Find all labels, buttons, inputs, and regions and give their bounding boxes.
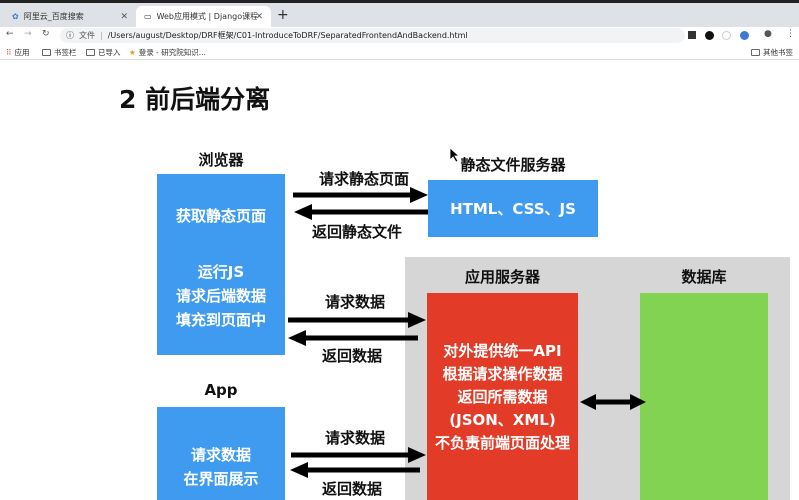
folder-icon xyxy=(86,49,95,56)
extension-icon[interactable] xyxy=(722,31,731,40)
globe-icon: ✿ xyxy=(12,12,19,21)
bookmark-apps[interactable]: ⠿应用 xyxy=(6,48,30,57)
window-top xyxy=(0,0,799,3)
arrow-label: 返回静态文件 xyxy=(311,223,402,241)
arrow-label: 请求数据 xyxy=(324,429,385,447)
mouse-cursor xyxy=(449,147,461,163)
database-box xyxy=(640,293,768,500)
close-tab-icon[interactable]: ✕ xyxy=(255,11,263,22)
box-text: 返回所需数据 xyxy=(457,388,548,406)
arrow-right xyxy=(291,447,426,463)
bookmarks-bar: ⠿应用 书签栏 已导入 ★登录 - 研究院知识... 其他书签 xyxy=(0,45,799,60)
arrow-left xyxy=(288,330,418,346)
tab-bar: ✿ 阿里云_百度搜索 ✕ ▭ Web应用模式 | Django课程讲义 ✕ + xyxy=(0,3,799,27)
forward-icon[interactable]: → xyxy=(24,29,32,39)
app-server-box: 对外提供统一API 根据请求操作数据 返回所需数据 (JSON、XML) 不负责… xyxy=(427,293,578,500)
arrow-left xyxy=(294,204,428,220)
extension-icon[interactable] xyxy=(688,31,696,39)
profile-icon[interactable]: ● xyxy=(764,29,772,39)
app-box: 请求数据 在界面展示 xyxy=(157,407,285,500)
reload-icon[interactable]: ↻ xyxy=(42,29,50,39)
box-text: HTML、CSS、JS xyxy=(450,200,576,218)
folder-icon xyxy=(751,49,760,56)
database-label: 数据库 xyxy=(681,268,727,286)
double-arrow xyxy=(580,394,646,410)
info-icon: ⓘ xyxy=(66,31,74,40)
extension-icon[interactable] xyxy=(740,31,749,40)
box-text: 在界面展示 xyxy=(183,470,259,488)
browser-label: 浏览器 xyxy=(198,151,244,169)
arrow-right xyxy=(293,187,428,203)
box-text: 获取静态页面 xyxy=(175,207,266,225)
folder-icon xyxy=(42,49,51,56)
extension-icon[interactable] xyxy=(705,31,714,40)
arrow-label: 返回数据 xyxy=(321,347,382,365)
bookmark-login[interactable]: ★登录 - 研究院知识... xyxy=(129,48,206,57)
new-tab-button[interactable]: + xyxy=(277,7,289,23)
bookmark-icon: ★ xyxy=(129,48,136,57)
other-bookmarks[interactable]: 其他书签 xyxy=(751,47,793,58)
close-tab-icon[interactable]: ✕ xyxy=(120,11,128,22)
box-text: 根据请求操作数据 xyxy=(442,365,563,383)
separator: | xyxy=(100,31,103,40)
bookmark-folder[interactable]: 已导入 xyxy=(86,47,121,58)
box-text: 不负责前端页面处理 xyxy=(434,434,570,452)
page-title: 2 前后端分离 xyxy=(119,85,271,114)
app-label: App xyxy=(204,381,238,399)
arrow-label: 请求数据 xyxy=(324,293,385,311)
arrow-right xyxy=(288,312,426,328)
arrow-left xyxy=(290,462,420,478)
back-icon[interactable]: ← xyxy=(6,29,14,39)
tab-django[interactable]: ▭ Web应用模式 | Django课程讲义 ✕ xyxy=(136,6,271,27)
box-text: 填充到页面中 xyxy=(175,311,266,329)
tab-baidu[interactable]: ✿ 阿里云_百度搜索 ✕ xyxy=(12,11,128,22)
browser-box: 获取静态页面 运行JS 请求后端数据 填充到页面中 xyxy=(157,174,285,355)
address-bar[interactable]: ⓘ 文件 | /Users/august/Desktop/DRF框架/C01-I… xyxy=(60,28,685,43)
apps-icon: ⠿ xyxy=(6,48,12,57)
static-server-box: HTML、CSS、JS xyxy=(428,180,598,237)
box-text: 请求数据 xyxy=(190,446,251,464)
box-text: (JSON、XML) xyxy=(449,411,556,429)
box-text: 对外提供统一API xyxy=(443,342,562,360)
static-server-label: 静态文件服务器 xyxy=(460,156,566,174)
arrow-label: 请求静态页面 xyxy=(318,170,409,188)
menu-icon[interactable]: ⋮ xyxy=(786,29,795,39)
bookmark-folder[interactable]: 书签栏 xyxy=(42,47,77,58)
book-icon: ▭ xyxy=(144,12,152,21)
box-text: 请求后端数据 xyxy=(175,287,266,305)
arrow-label: 返回数据 xyxy=(321,480,382,498)
box-text: 运行JS xyxy=(197,263,245,281)
app-server-label: 应用服务器 xyxy=(464,268,540,286)
